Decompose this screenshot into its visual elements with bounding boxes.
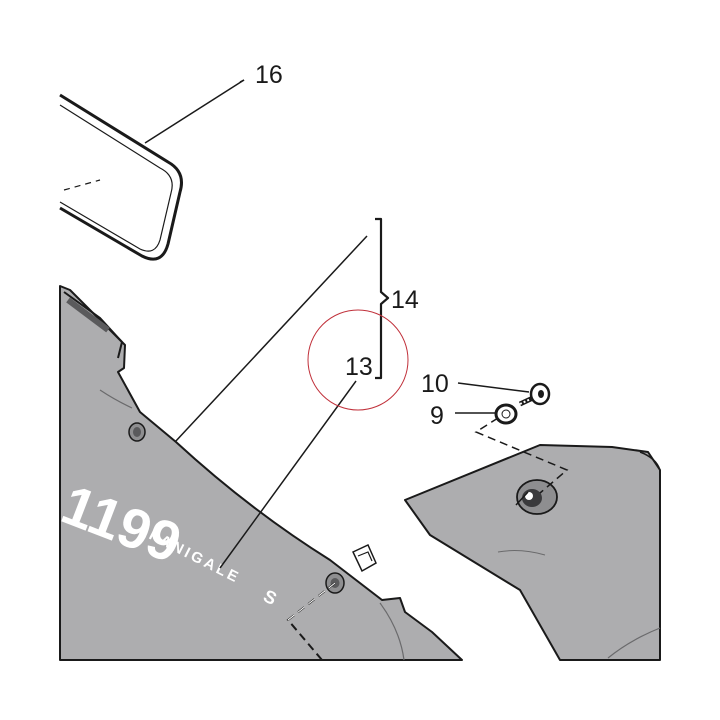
leader-13	[219, 380, 357, 569]
leader-16	[144, 79, 245, 144]
highlight-circle	[307, 309, 409, 411]
screw-part	[518, 382, 551, 407]
speed-nut-clip	[351, 543, 377, 573]
leader-14	[174, 235, 368, 443]
fairing-panel	[59, 285, 463, 661]
callout-14: 14	[391, 286, 419, 314]
callout-10: 10	[421, 370, 449, 398]
assembly-line-right	[474, 417, 569, 494]
fairing-grommet-upper	[128, 422, 146, 442]
callout-16: 16	[255, 61, 283, 89]
callout-13: 13	[345, 353, 373, 381]
washer-part	[494, 403, 518, 425]
windscreen-part	[59, 93, 183, 261]
leader-10	[457, 382, 530, 393]
side-panel-grommet	[516, 479, 558, 515]
side-panel-right	[404, 444, 661, 661]
callout-9: 9	[430, 402, 444, 430]
bracket-14	[375, 217, 390, 380]
